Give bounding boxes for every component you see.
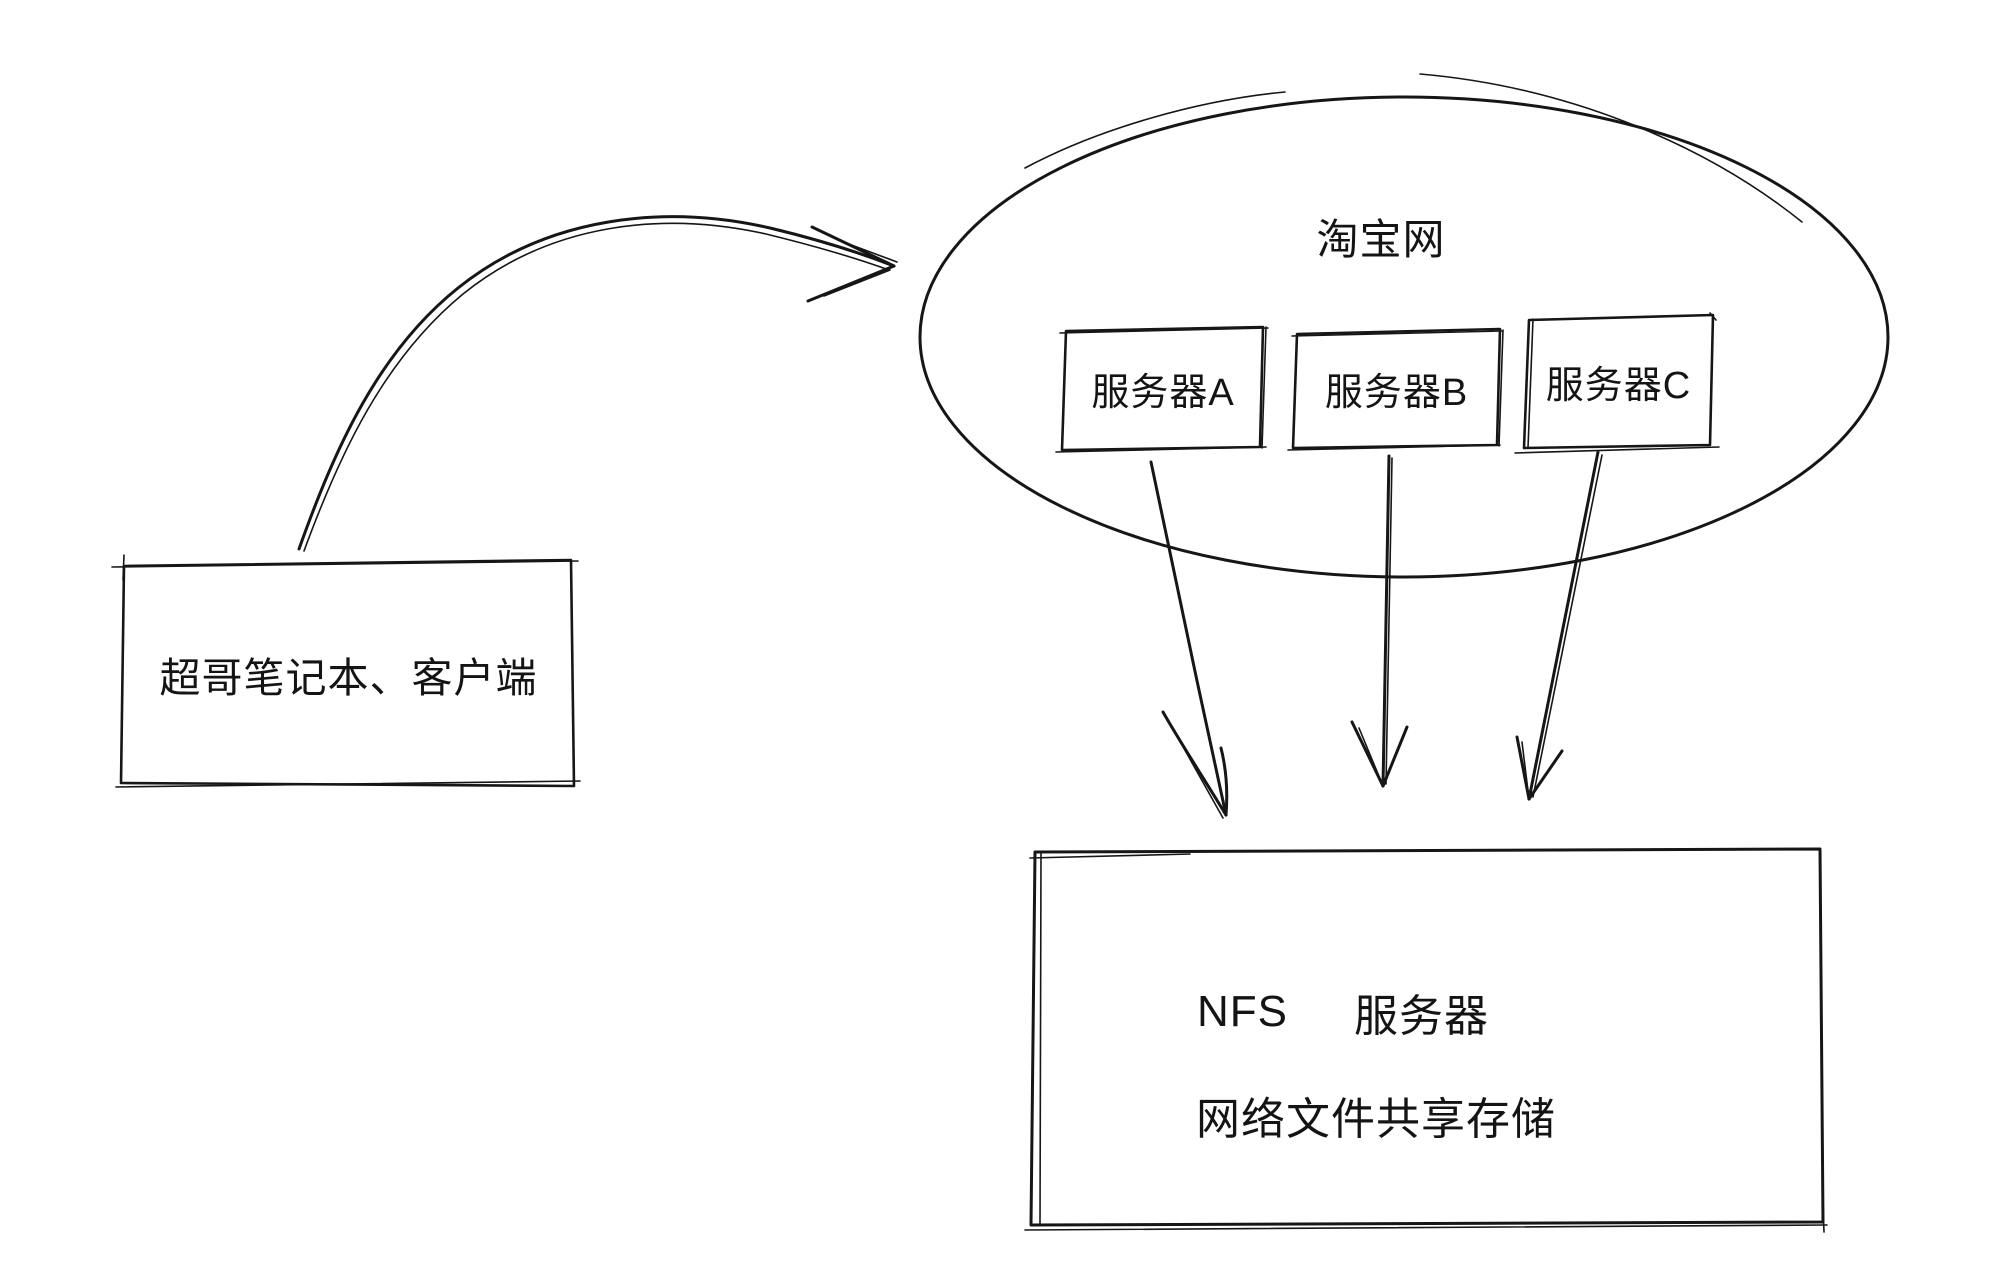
server-b-box-border bbox=[1287, 327, 1504, 451]
nfs-title-cjk: 服务器 bbox=[1354, 992, 1489, 1041]
nfs-box-border bbox=[1024, 847, 1828, 1233]
nfs-title-latin: NFS bbox=[1197, 987, 1288, 1036]
nfs-subtitle: 网络文件共享存储 bbox=[1196, 1095, 1556, 1144]
taobao-cloud-label: 淘宝网 bbox=[1316, 215, 1446, 263]
server-a-box-border bbox=[1055, 325, 1269, 453]
server-a-label: 服务器A bbox=[1091, 371, 1235, 414]
arrow-server-b-to-nfs bbox=[1350, 454, 1409, 788]
arrow-server-c-to-nfs bbox=[1515, 450, 1603, 801]
server-c-box-border bbox=[1514, 312, 1720, 454]
client-to-cloud-arrow bbox=[297, 215, 898, 552]
client-box-border bbox=[111, 554, 581, 788]
server-b-label: 服务器B bbox=[1324, 371, 1469, 414]
arrow-server-a-to-nfs bbox=[1149, 460, 1229, 819]
server-c-label: 服务器C bbox=[1545, 365, 1692, 407]
client-box-label: 超哥笔记本、客户端 bbox=[159, 655, 538, 701]
taobao-cloud-outline bbox=[918, 73, 1890, 579]
nfs-title-row: NFS 服务器 bbox=[1197, 984, 1489, 1041]
